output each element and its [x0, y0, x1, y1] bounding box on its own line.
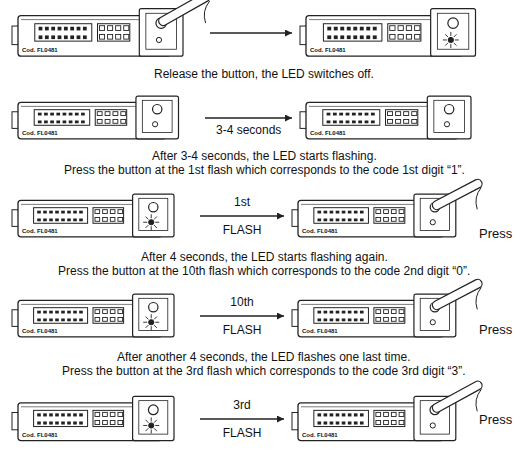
- part-code: Cod. FL0481: [302, 432, 338, 438]
- part-code: Cod. FL0481: [302, 328, 338, 334]
- alarm-module-box: Cod. FL0481: [292, 290, 474, 342]
- alarm-module-box: Cod. FL0481: [300, 92, 490, 144]
- instruction-caption: Release the button, the LED switches off…: [154, 67, 374, 81]
- alarm-module-box: Cod. FL0481: [12, 190, 192, 242]
- alarm-module: [292, 290, 474, 342]
- press-note: Press: [479, 412, 512, 427]
- instruction-caption: Press the button at the 10th flash which…: [58, 264, 470, 278]
- alarm-module-box: Cod. FL0481: [292, 392, 474, 446]
- part-code: Cod. FL0481: [310, 130, 346, 136]
- alarm-module: [300, 4, 495, 62]
- part-code: Cod. FL0481: [22, 432, 58, 438]
- alarm-module: [292, 392, 474, 446]
- arrow-label: 3rd FLASH: [220, 391, 264, 447]
- alarm-module: [292, 190, 474, 242]
- alarm-module: [12, 290, 192, 342]
- arrow-label: 3-4 seconds: [216, 123, 281, 137]
- alarm-module: [12, 392, 192, 446]
- press-note: Press: [479, 226, 512, 241]
- instruction-caption: After 3-4 seconds, the LED starts flashi…: [152, 149, 377, 163]
- arrow-label: 1st FLASH: [220, 188, 264, 244]
- instruction-caption: After another 4 seconds, the LED flashes…: [117, 350, 411, 364]
- sequence-arrow: [205, 117, 292, 118]
- instruction-caption: Press the button at the 3rd flash which …: [62, 364, 466, 378]
- alarm-module-box: Cod. FL0481: [12, 290, 192, 342]
- alarm-module-box: Cod. FL0481: [292, 190, 474, 242]
- arrow-label: 10th FLASH: [220, 288, 264, 344]
- part-code: Cod. FL0481: [22, 328, 58, 334]
- alarm-module: [300, 92, 490, 144]
- part-code: Cod. FL0481: [310, 47, 346, 53]
- sequence-arrow: [200, 418, 284, 419]
- alarm-module-box: Cod. FL0481: [12, 4, 202, 62]
- part-code: Cod. FL0481: [22, 47, 58, 53]
- sequence-arrow: [210, 32, 292, 33]
- alarm-module-box: Cod. FL0481: [12, 392, 192, 446]
- press-note: Press: [479, 322, 512, 337]
- instruction-caption: Press the button at the 1st flash which …: [64, 163, 465, 177]
- alarm-module-box: Cod. FL0481: [300, 4, 495, 62]
- alarm-module: [12, 190, 192, 242]
- alarm-module: [12, 92, 197, 144]
- alarm-module: [12, 4, 202, 62]
- sequence-arrow: [200, 215, 284, 216]
- alarm-module-box: Cod. FL0481: [12, 92, 197, 144]
- part-code: Cod. FL0481: [302, 228, 338, 234]
- part-code: Cod. FL0481: [22, 130, 58, 136]
- part-code: Cod. FL0481: [22, 228, 58, 234]
- instruction-caption: After 4 seconds, the LED starts flashing…: [141, 250, 388, 264]
- sequence-arrow: [200, 315, 284, 316]
